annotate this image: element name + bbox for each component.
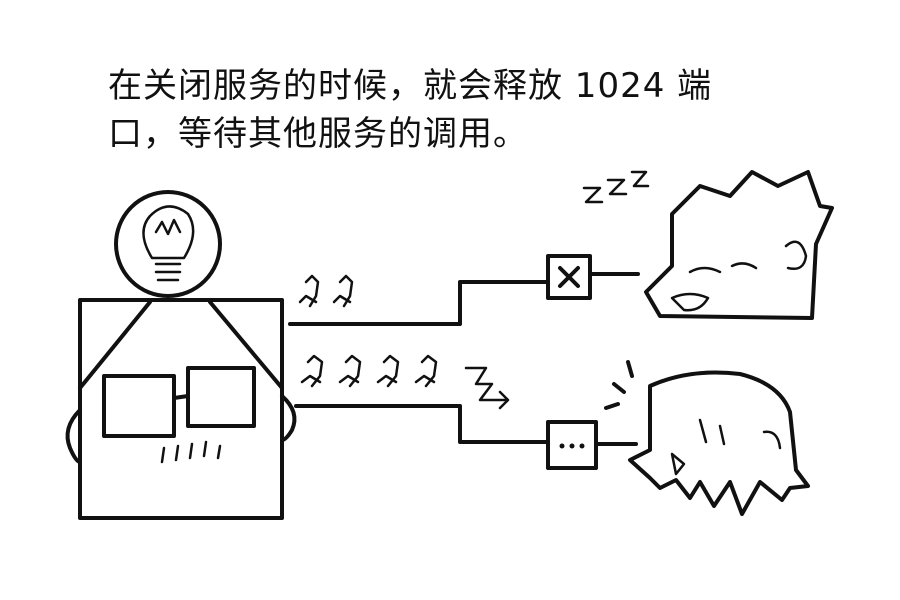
comic-caption: 在关闭服务的时候，就会释放 1024 端 口，等待其他服务的调用。 <box>108 62 828 158</box>
developer-character <box>65 298 297 520</box>
connection-line-top <box>288 280 550 326</box>
alert-face <box>628 370 810 516</box>
glasses-left-lens <box>102 374 176 438</box>
lightbulb-icon <box>114 190 222 298</box>
connection-line-bottom <box>294 404 550 444</box>
caption-line-2: 口，等待其他服务的调用。 <box>108 114 528 154</box>
port-box-closed <box>546 254 592 300</box>
sleep-zzz <box>582 170 650 204</box>
alert-marks <box>604 360 634 410</box>
runners-group-bottom <box>300 354 438 388</box>
sleeping-face <box>644 170 834 320</box>
runners-group-top <box>298 274 354 308</box>
direction-arrow-icon <box>464 366 510 410</box>
port-box-waiting <box>546 420 598 470</box>
caption-line-1: 在关闭服务的时候，就会释放 1024 端 <box>108 66 713 106</box>
glasses-right-lens <box>186 366 256 428</box>
